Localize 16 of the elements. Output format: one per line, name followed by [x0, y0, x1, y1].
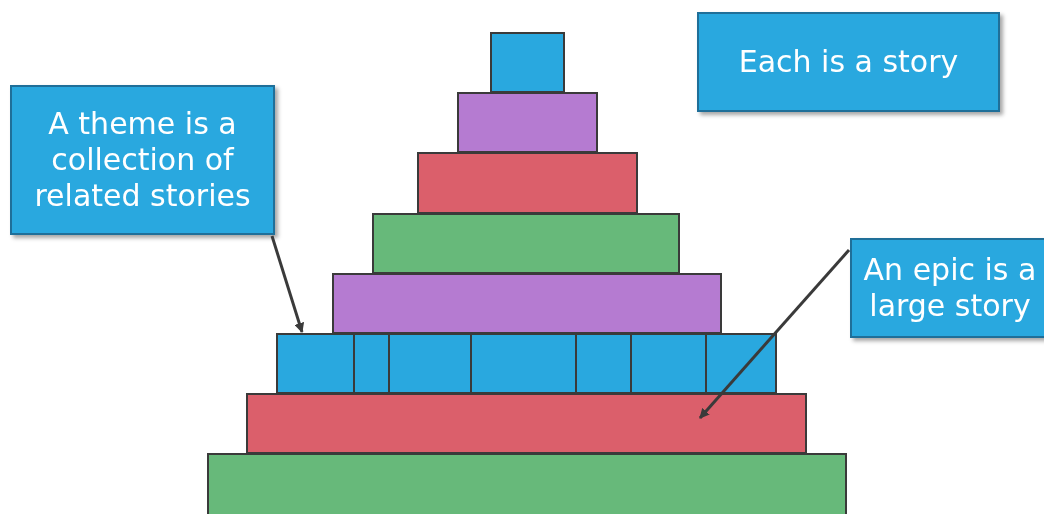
stacked-block	[332, 273, 722, 334]
callout-box	[10, 85, 275, 235]
stacked-block	[417, 152, 638, 214]
callout-box	[697, 12, 1000, 112]
stacked-block	[457, 92, 598, 153]
callout-text: A theme is a collection of related stories	[33, 106, 252, 214]
stacked-block	[207, 453, 847, 514]
stacked-block	[372, 213, 680, 274]
callout-text: Each is a story	[738, 44, 959, 80]
stacked-block	[490, 32, 565, 93]
stacked-block	[276, 333, 777, 394]
leader-arrow	[698, 249, 851, 419]
callout-box	[850, 238, 1044, 338]
stacked-block	[246, 393, 807, 454]
leader-arrow	[270, 235, 305, 333]
callout-text: An epic is a large story	[862, 252, 1038, 324]
